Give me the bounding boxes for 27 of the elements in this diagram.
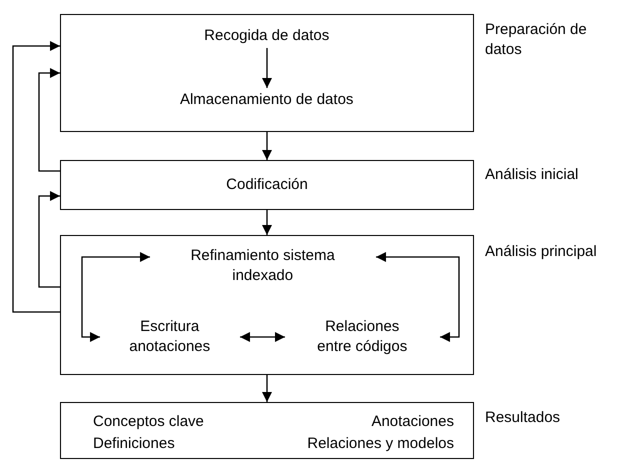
arrow [240,332,285,342]
arrow [262,375,272,402]
arrow [81,252,150,342]
arrow [262,132,272,160]
arrow [38,68,60,172]
step-text: Almacenamiento de datos [140,88,394,112]
stage-box [60,402,474,459]
arrow [376,252,460,342]
stage-label: Análisis inicial [485,165,580,184]
stage-label: Análisis principal [485,242,598,262]
stage-label: Resultados [485,408,562,428]
arrow [12,41,60,313]
arrow [38,191,60,288]
stage-box: Codificación [60,160,474,210]
arrow [262,210,272,235]
result-item: Relaciones y modelos [307,434,454,454]
step-text: Recogida de datos [180,24,354,48]
arrow [262,48,272,88]
stage-label: Preparación de datos [485,20,588,59]
result-item: Conceptos clave [93,412,204,432]
stage-box [60,14,474,132]
step-text: Relaciones entre códigos [284,314,440,360]
stage-box [60,235,474,375]
result-item: Anotaciones [371,412,454,432]
step-text: Refinamiento sistema indexado [150,244,376,288]
step-text: Escritura anotaciones [100,314,240,360]
result-item: Definiciones [93,434,175,454]
